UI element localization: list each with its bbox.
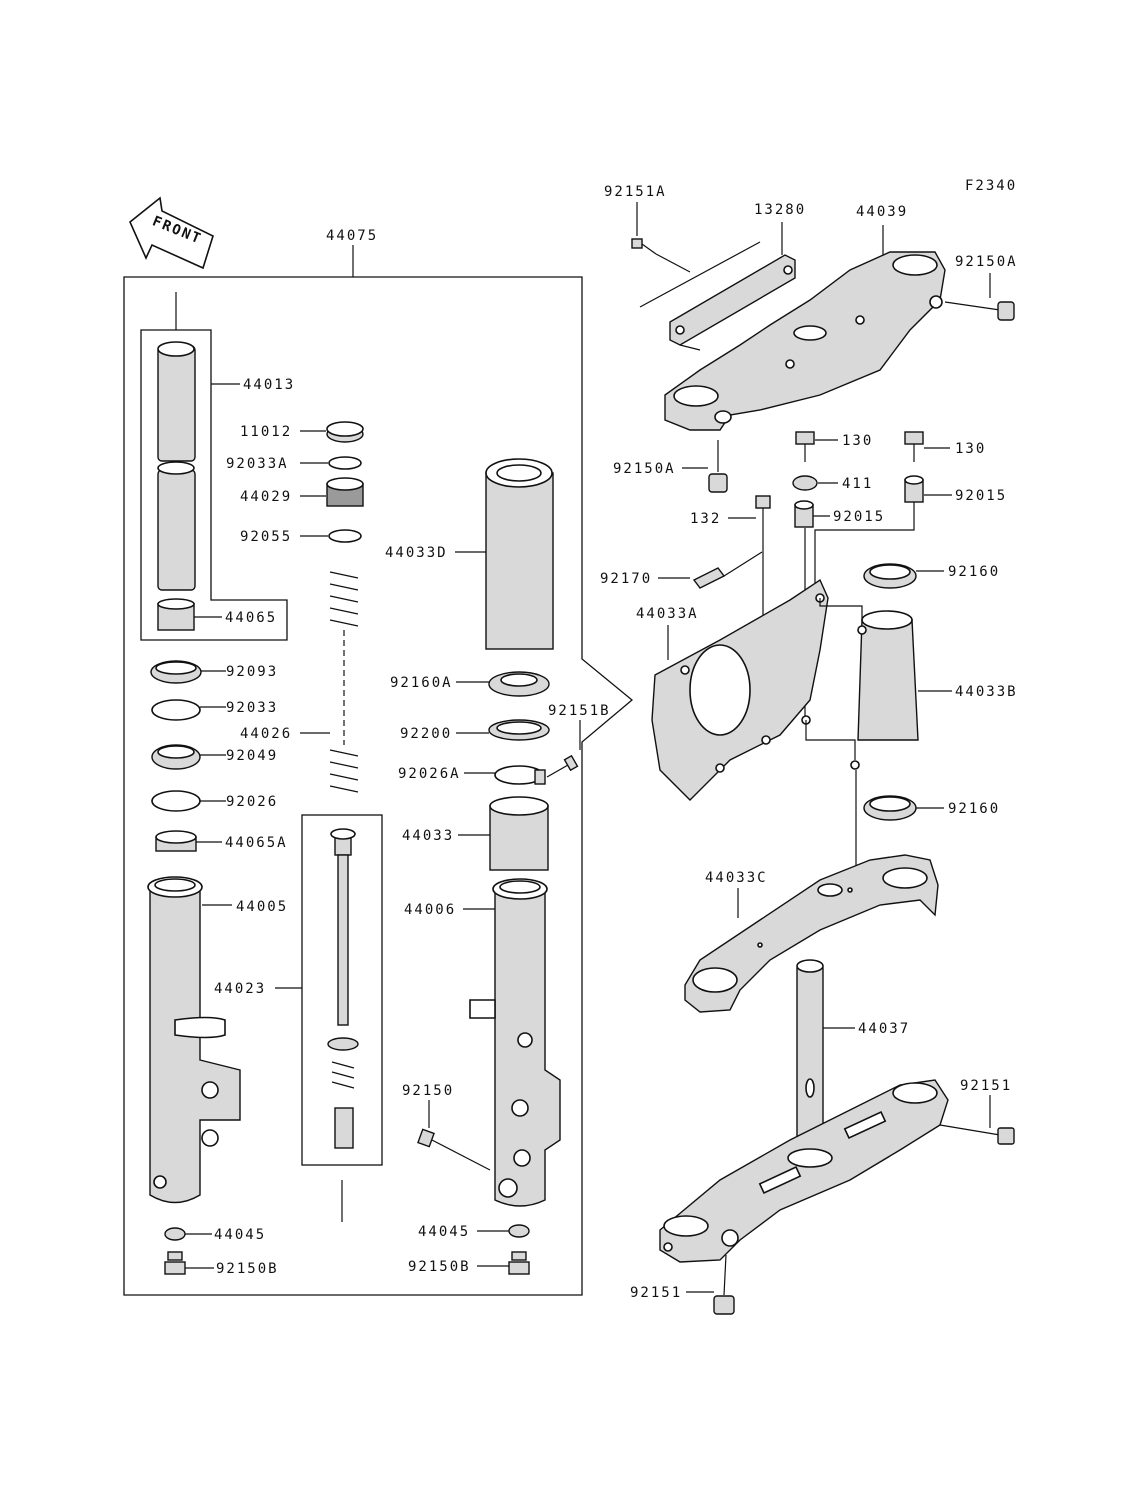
fork-assembly-frame: [123, 276, 634, 1296]
bolt-130-a: [795, 431, 815, 462]
bolt-92151-a: [939, 1124, 1015, 1145]
bolt-130-b: [904, 431, 924, 462]
label-92150B-right: 92150B: [408, 1259, 471, 1275]
drawing-code: F2340: [965, 178, 1017, 194]
label-92150A-low: 92150A: [613, 461, 676, 477]
bolt-92150A-low: [708, 440, 728, 493]
bolt-92151-b: [713, 1254, 735, 1315]
front-arrow-icon: FRONT: [129, 196, 214, 270]
label-92026A: 92026A: [398, 766, 461, 782]
bolt-92150B-right: [508, 1251, 530, 1275]
label-44006: 44006: [404, 902, 456, 918]
bolt-92150A-top: [944, 301, 1015, 321]
outer-tube-left: [147, 876, 241, 1204]
outer-tube-right: [469, 878, 561, 1207]
guide-bushing: [157, 598, 195, 631]
washer-92026: [151, 790, 201, 812]
cover-44033B: [850, 610, 919, 770]
washer-44045-right: [508, 1224, 530, 1238]
lower-bracket: [659, 1079, 949, 1263]
label-44065A: 44065A: [225, 835, 288, 851]
label-92151B: 92151B: [548, 703, 611, 719]
label-44033D: 44033D: [385, 545, 448, 561]
inner-tube: [157, 341, 196, 591]
collar-92015-b: [904, 475, 924, 503]
bracket-13280: [669, 254, 796, 346]
washer-44045-left: [164, 1227, 186, 1241]
seal-92160-b: [863, 795, 917, 821]
label-44026: 44026: [240, 726, 292, 742]
seal-92160-a: [863, 563, 917, 589]
label-44075: 44075: [326, 228, 378, 244]
label-92150: 92150: [402, 1083, 454, 1099]
damper-rod: [327, 828, 359, 1149]
adjuster-44029: [326, 477, 364, 507]
label-92151-b: 92151: [630, 1285, 682, 1301]
cover-44033A: [651, 578, 829, 801]
label-44045-right: 44045: [418, 1224, 470, 1240]
label-92093: 92093: [226, 664, 278, 680]
label-92026: 92026: [226, 794, 278, 810]
label-92055: 92055: [240, 529, 292, 545]
label-92015-a: 92015: [833, 509, 885, 525]
label-92160-a: 92160: [948, 564, 1000, 580]
label-92160-b: 92160: [948, 801, 1000, 817]
label-132: 132: [690, 511, 721, 527]
fork-spring: [329, 571, 359, 793]
label-92033: 92033: [226, 700, 278, 716]
label-44045-left: 44045: [214, 1227, 266, 1243]
label-92151-a: 92151: [960, 1078, 1012, 1094]
label-44005: 44005: [236, 899, 288, 915]
bolt-92151A: [631, 238, 657, 255]
label-92200: 92200: [400, 726, 452, 742]
label-44033C: 44033C: [705, 870, 768, 886]
o-ring-92033A: [328, 456, 362, 470]
label-92049: 92049: [226, 748, 278, 764]
screw-92151B: [546, 754, 579, 778]
label-92150A-top: 92150A: [955, 254, 1018, 270]
clip-92170: [692, 567, 726, 589]
cover-tube-44033D: [485, 458, 554, 650]
bushing-44065A: [155, 830, 197, 852]
clamp-92026A: [494, 765, 546, 785]
label-44029: 44029: [240, 489, 292, 505]
label-44033: 44033: [402, 828, 454, 844]
fork-cap: [326, 421, 364, 443]
bolt-92150: [417, 1128, 491, 1171]
bolt-132: [755, 495, 771, 530]
label-411: 411: [842, 476, 873, 492]
label-13280: 13280: [754, 202, 806, 218]
label-44065: 44065: [225, 610, 277, 626]
label-44039: 44039: [856, 204, 908, 220]
collar-92015-a: [794, 500, 814, 528]
label-44013: 44013: [243, 377, 295, 393]
stem-44037: [796, 959, 824, 1159]
bracket-44033C: [684, 854, 939, 1013]
cover-44033: [489, 796, 549, 871]
label-92170: 92170: [600, 571, 652, 587]
label-92160A: 92160A: [390, 675, 453, 691]
damper-rod-frame: [301, 814, 383, 1166]
label-44023: 44023: [214, 981, 266, 997]
label-44037: 44037: [858, 1021, 910, 1037]
washer-411: [792, 475, 818, 491]
label-130-a: 130: [842, 433, 873, 449]
o-ring-92055: [328, 529, 362, 543]
upper-bracket-44039: [664, 251, 946, 431]
label-44033A: 44033A: [636, 606, 699, 622]
label-130-b: 130: [955, 441, 986, 457]
label-44033B: 44033B: [955, 684, 1018, 700]
inner-tube-frame: [140, 329, 288, 641]
label-11012: 11012: [240, 424, 292, 440]
label-92150B-left: 92150B: [216, 1261, 279, 1277]
label-92033A: 92033A: [226, 456, 289, 472]
label-92015-b: 92015: [955, 488, 1007, 504]
label-92151A: 92151A: [604, 184, 667, 200]
bolt-92150B-left: [164, 1251, 186, 1275]
retaining-ring-92033: [151, 699, 201, 721]
